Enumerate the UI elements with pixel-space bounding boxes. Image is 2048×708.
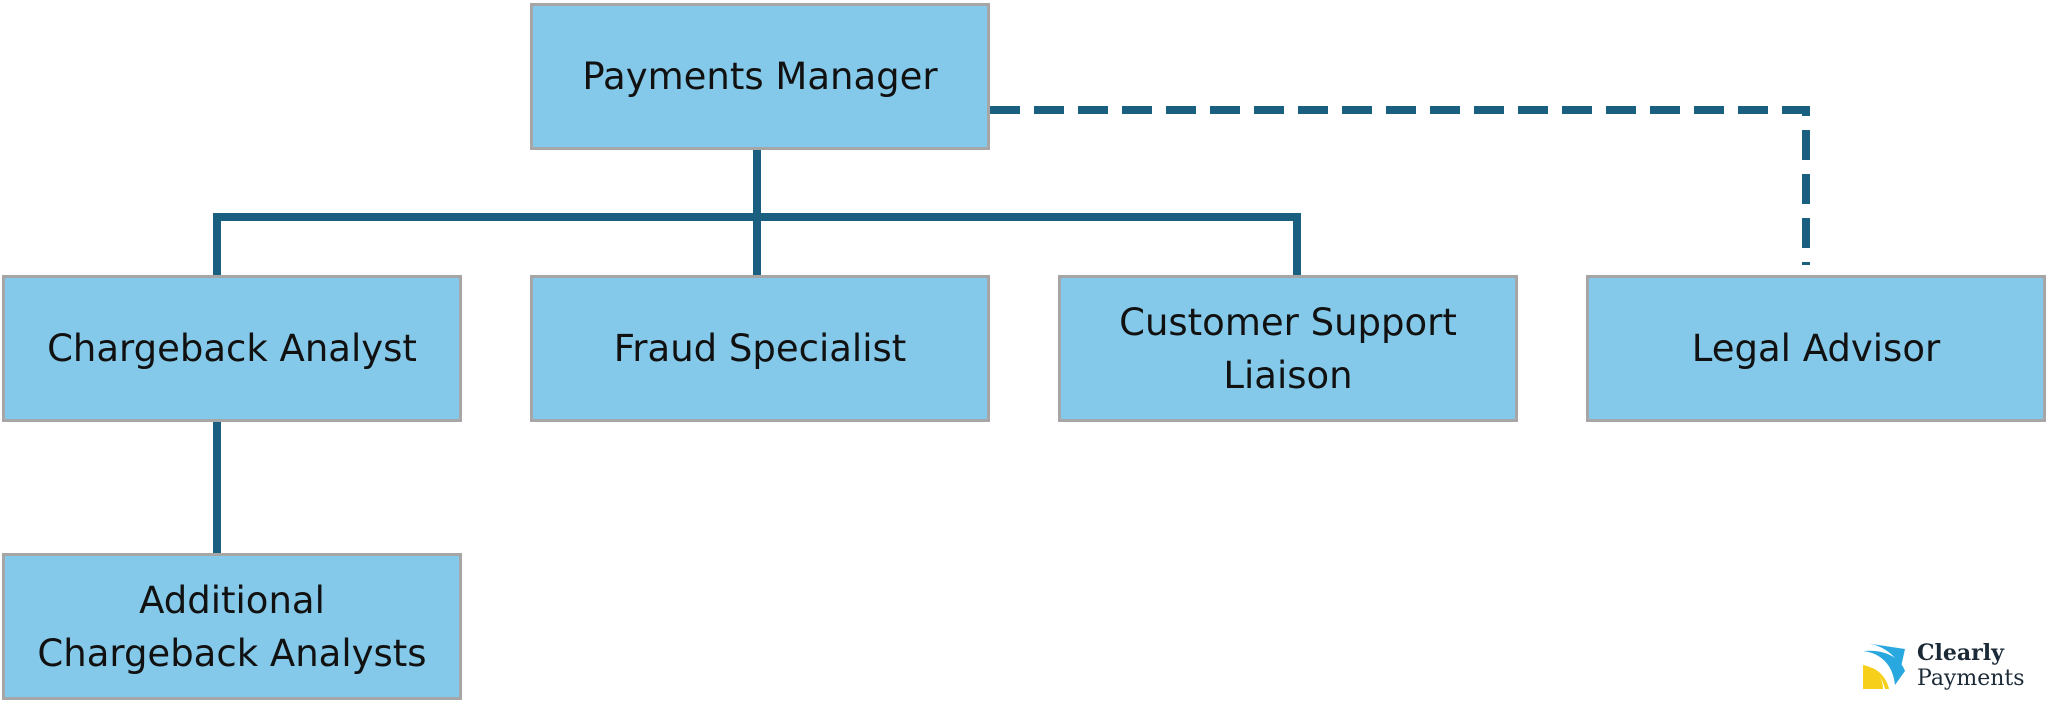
clearly-payments-logo: Clearly Payments (1861, 640, 2041, 694)
logo-word-clearly: Clearly (1917, 640, 2004, 666)
logo-wordmark: Clearly Payments (1917, 640, 2025, 692)
logo-word-payments: Payments (1917, 666, 2025, 691)
node-payments-manager: Payments Manager (530, 3, 990, 150)
node-customer-support-liaison: Customer Support Liaison (1058, 275, 1518, 422)
node-fraud-specialist: Fraud Specialist (530, 275, 990, 422)
logo-mark-icon (1863, 643, 1905, 689)
node-legal-advisor: Legal Advisor (1586, 275, 2046, 422)
node-chargeback-analyst: Chargeback Analyst (2, 275, 462, 422)
dashed-connector-to-legal-advisor (990, 106, 1810, 265)
node-additional-chargeback-analysts: Additional Chargeback Analysts (2, 553, 462, 700)
